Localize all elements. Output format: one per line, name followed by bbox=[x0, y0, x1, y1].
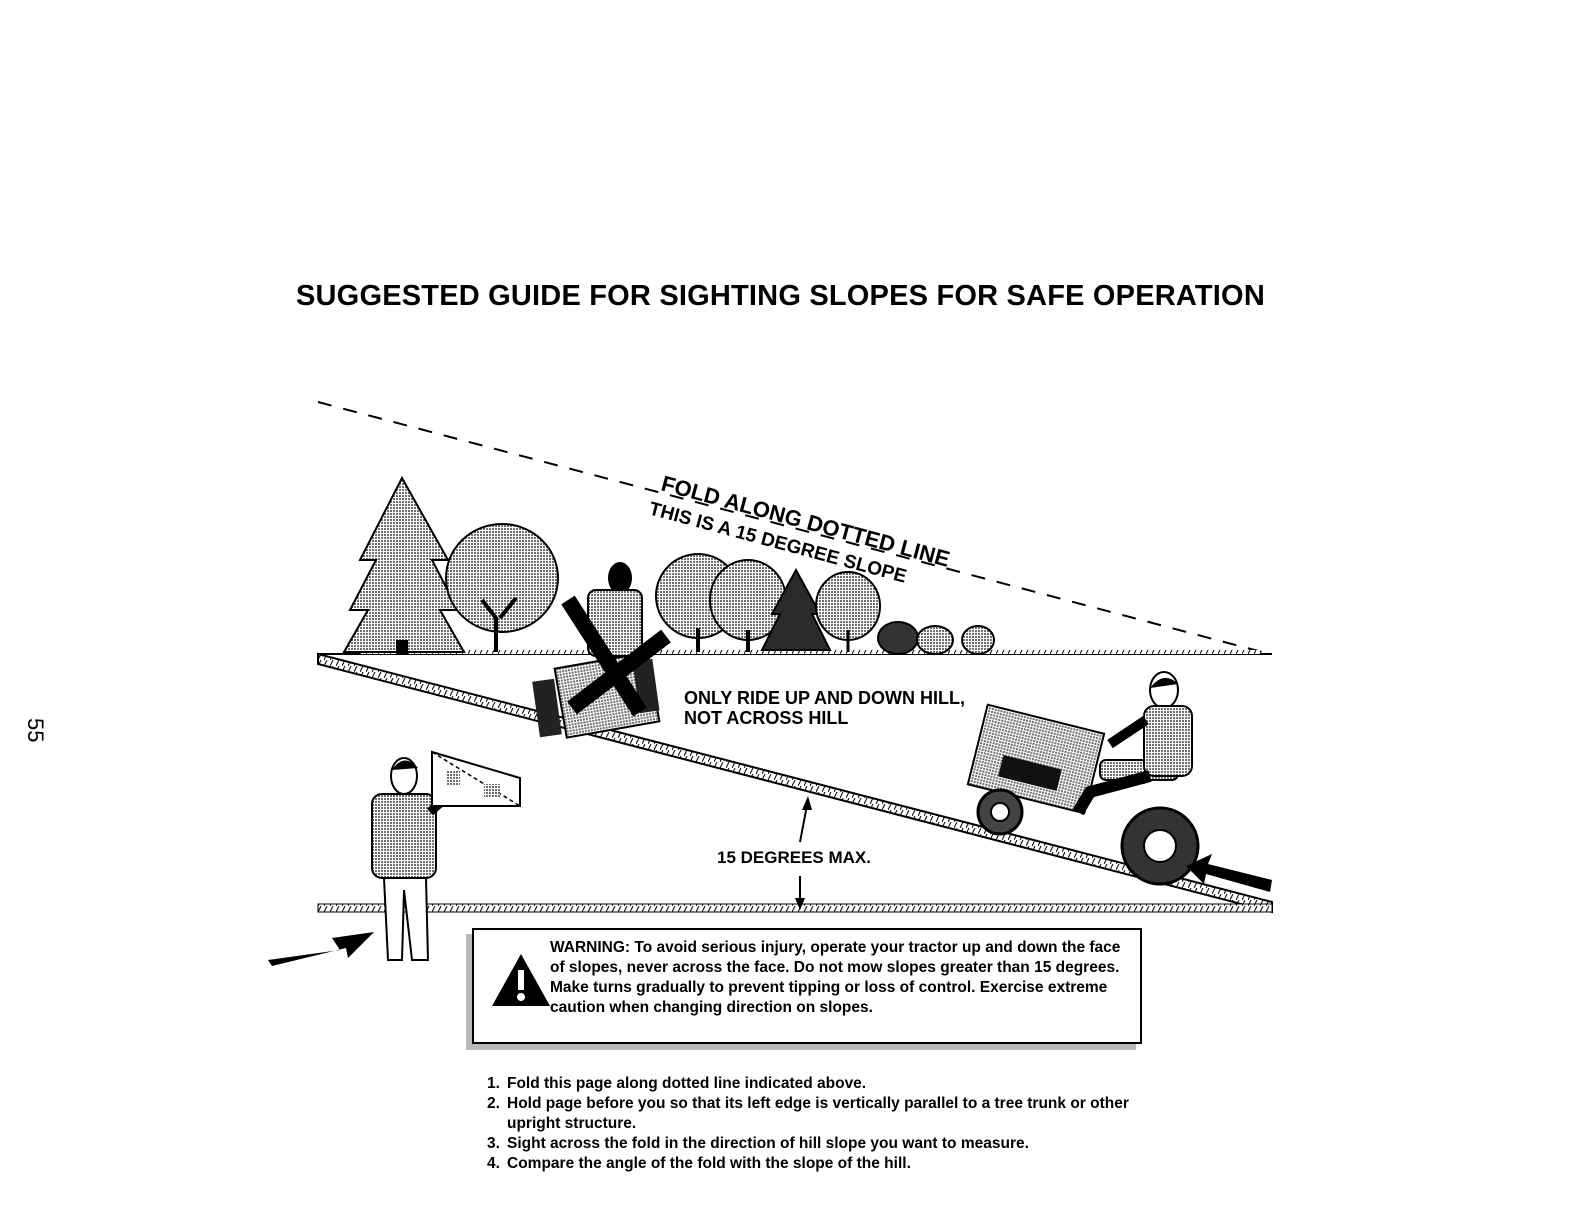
bushes bbox=[877, 621, 995, 655]
person-sighting bbox=[371, 750, 521, 961]
tractor-across-hill-crossed bbox=[532, 562, 671, 739]
tree-round-3 bbox=[815, 571, 881, 652]
list-item-text: Sight across the fold in the direction o… bbox=[507, 1135, 1029, 1152]
warning-box: WARNING: To avoid serious injury, operat… bbox=[472, 928, 1142, 1044]
list-item-text: Compare the angle of the fold with the s… bbox=[507, 1155, 911, 1172]
uphill-arrow bbox=[1186, 854, 1272, 892]
ride-direction-caption: ONLY RIDE UP AND DOWN HILL, NOT ACROSS H… bbox=[684, 688, 965, 728]
instructions-list: 1. Fold this page along dotted line indic… bbox=[487, 1074, 1147, 1174]
ride-caption-line1: ONLY RIDE UP AND DOWN HILL, bbox=[684, 688, 966, 708]
page-title: SUGGESTED GUIDE FOR SIGHTING SLOPES FOR … bbox=[296, 280, 1265, 312]
list-item-number: 1. bbox=[487, 1075, 500, 1092]
list-item: 1. Fold this page along dotted line indic… bbox=[487, 1074, 1147, 1094]
list-item-number: 2. bbox=[487, 1095, 500, 1112]
list-item-number: 4. bbox=[487, 1155, 500, 1172]
ground-line bbox=[317, 903, 1273, 913]
warning-text: WARNING: To avoid serious injury, operat… bbox=[550, 939, 1121, 1016]
left-arrow bbox=[268, 932, 374, 966]
tree-round-2 bbox=[655, 553, 787, 652]
list-item: 2. Hold page before you so that its left … bbox=[487, 1094, 1147, 1134]
angle-caption: 15 DEGREES MAX. bbox=[717, 848, 871, 867]
list-item-text: Fold this page along dotted line indicat… bbox=[507, 1075, 867, 1092]
list-item: 3. Sight across the fold in the direction… bbox=[487, 1134, 1147, 1154]
warning-triangle-icon bbox=[492, 954, 550, 1006]
list-item: 4. Compare the angle of the fold with the… bbox=[487, 1154, 1147, 1174]
ride-caption-line2: NOT ACROSS HILL bbox=[684, 708, 849, 728]
list-item-number: 3. bbox=[487, 1135, 500, 1152]
fold-dotted-line bbox=[317, 401, 1263, 653]
tree-pine-left bbox=[342, 475, 466, 654]
tree-round-1 bbox=[445, 523, 559, 652]
list-item-text: Hold page before you so that its left ed… bbox=[507, 1095, 1129, 1132]
tractor-up-hill bbox=[966, 671, 1200, 886]
